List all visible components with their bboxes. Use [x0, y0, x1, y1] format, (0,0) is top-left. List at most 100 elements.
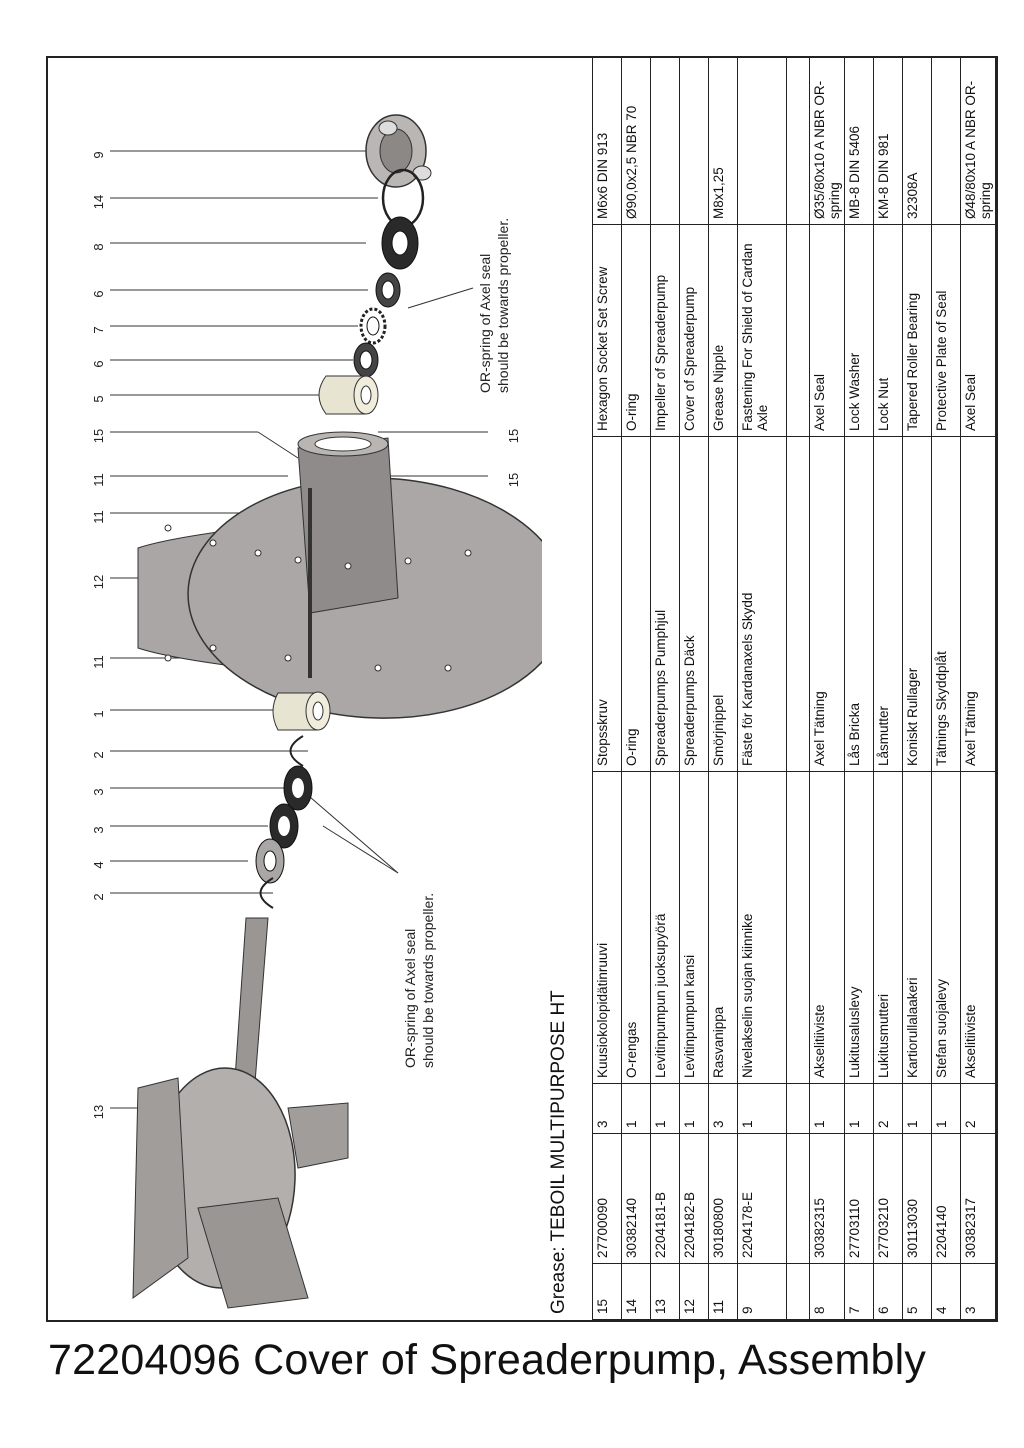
part-3-axel-seal-a: [283, 765, 313, 811]
exploded-view-drawing: 9 14 8 6 7 6 5 15 11 11 12 11 1 2 3 3 4 …: [91, 114, 542, 1309]
cell-fi: Kuusiokolopidätinruuvi: [592, 771, 622, 1084]
cell-pos: 4: [931, 1263, 961, 1320]
cell-part: 2204181-B: [650, 1133, 680, 1264]
part-1-ball-bearing: [272, 691, 331, 731]
cell-fi: Levitinpumpun juoksupyörä: [650, 771, 680, 1084]
callout-3b: 3: [91, 826, 106, 833]
cell-sv: Spreaderpumps Däck: [679, 436, 709, 772]
cell-fi: O-rengas: [621, 771, 651, 1084]
cell-qty: 1: [650, 1083, 680, 1134]
cell-en: Protective Plate of Seal: [931, 224, 961, 437]
cell-en: Lock Nut: [873, 224, 903, 437]
callout-15-right-b: 15: [506, 473, 521, 487]
cell-en: O-ring: [621, 224, 651, 437]
part-2-retaining-ring-a: [289, 735, 304, 767]
cell-qty: 3: [592, 1083, 622, 1134]
cell-sv: Fäste för Kardanaxels Skydd: [737, 436, 787, 772]
cell-tech: Ø48/80x10 A NBR OR-spring: [960, 58, 996, 225]
callout-9: 9: [91, 151, 106, 158]
cell-tech: [737, 58, 787, 225]
part-6-lock-nut-a: [375, 272, 401, 308]
cell-tech: M6x6 DIN 913: [592, 58, 622, 225]
part-2-retaining-ring-b: [259, 877, 274, 909]
cell-pos: 15: [592, 1263, 622, 1320]
cell-en: Internal retaining ring: [995, 224, 996, 437]
cell-part: 25120800: [995, 1133, 996, 1264]
page-title: 72204096 Cover of Spreaderpump, Assembly: [48, 1336, 927, 1384]
cell-part: 2204140: [931, 1133, 961, 1264]
svg-text:OR-spring of Axel seal: OR-spring of Axel seal: [477, 254, 493, 393]
callout-5: 5: [91, 395, 106, 402]
cell-fi: Kartiorullalaakeri: [902, 771, 932, 1084]
cell-part: 30382317: [960, 1133, 996, 1264]
callout-3a: 3: [91, 788, 106, 795]
part-3-axel-seal-b: [269, 803, 299, 849]
callout-11a: 11: [91, 473, 106, 487]
cell-sv: Smörjnippel: [708, 436, 738, 772]
cell-en: Tapered Roller Bearing: [902, 224, 932, 437]
note-upper: OR-spring of Axel seal should be towards…: [477, 218, 511, 393]
cell-qty: 1: [844, 1083, 874, 1134]
part-8-axel-seal: [381, 216, 419, 270]
cell-tech: Ø80x2,5 DIN 472: [995, 58, 996, 225]
part-9-flange: [365, 114, 432, 188]
cell-part: 27703110: [844, 1133, 874, 1264]
callout-13: 13: [91, 1105, 106, 1119]
cell-tech: Ø90,0x2,5 NBR 70: [621, 58, 651, 225]
svg-text:should be towards propeller.: should be towards propeller.: [495, 218, 511, 393]
cell-part: 2204182-B: [679, 1133, 709, 1264]
grease-note: Grease: TEBOIL MULTIPURPOSE HT: [548, 990, 569, 1314]
callout-2a: 2: [91, 751, 106, 758]
cell-en: Impeller of Spreaderpump: [650, 224, 680, 437]
cell-pos: 11: [708, 1263, 738, 1320]
cell-fi: Nivelakselin suojan kiinnike: [737, 771, 787, 1084]
table-spacer-row: [786, 58, 810, 1320]
cell-tech: KM-8 DIN 981: [873, 58, 903, 225]
callout-12: 12: [91, 575, 106, 589]
cell-qty: 2: [873, 1083, 903, 1134]
callout-7: 7: [91, 326, 106, 333]
cell-en: Grease Nipple: [708, 224, 738, 437]
callout-11b: 11: [91, 510, 106, 524]
cell-fi: Akselitiiviste: [960, 771, 996, 1084]
cell-qty: 1: [679, 1083, 709, 1134]
cell-pos: 6: [873, 1263, 903, 1320]
cell-en: Axel Seal: [960, 224, 996, 437]
callout-2b: 2: [91, 893, 106, 900]
cell-part: 27700090: [592, 1133, 622, 1264]
cell-fi: Rasvanippa: [708, 771, 738, 1084]
cell-tech: Ø35/80x10 A NBR OR-spring: [809, 58, 845, 225]
cell-pos: 9: [737, 1263, 787, 1320]
cell-tech: [679, 58, 709, 225]
cell-qty: 2: [995, 1083, 996, 1134]
cell-part: 30113030: [902, 1133, 932, 1264]
cell-en: Hexagon Socket Set Screw: [592, 224, 622, 437]
part-13-impeller: [132, 917, 349, 1309]
cell-en: Lock Washer: [844, 224, 874, 437]
cell-fi: Lukitusaluslevy: [844, 771, 874, 1084]
cell-tech: M8x1,25: [708, 58, 738, 225]
callout-15: 15: [91, 429, 106, 443]
part-6-lock-nut-b: [353, 342, 379, 378]
drawing-frame: 9 14 8 6 7 6 5 15 11 11 12 11 1 2 3 3 4 …: [46, 56, 998, 1322]
cell-part: 2204178-E: [737, 1133, 787, 1264]
callout-11c: 11: [91, 655, 106, 669]
cell-en: Fastening For Shield of Cardan Axle: [737, 224, 787, 437]
part-7-lock-washer: [359, 307, 387, 345]
callout-14: 14: [91, 195, 106, 209]
cell-sv: Spreaderpumps Pumphjul: [650, 436, 680, 772]
cell-qty: 1: [902, 1083, 932, 1134]
cell-tech: 32308A: [902, 58, 932, 225]
note-lower: OR-spring of Axel seal should be towards…: [402, 893, 436, 1068]
cell-pos: 7: [844, 1263, 874, 1320]
cell-pos: 3: [960, 1263, 996, 1320]
